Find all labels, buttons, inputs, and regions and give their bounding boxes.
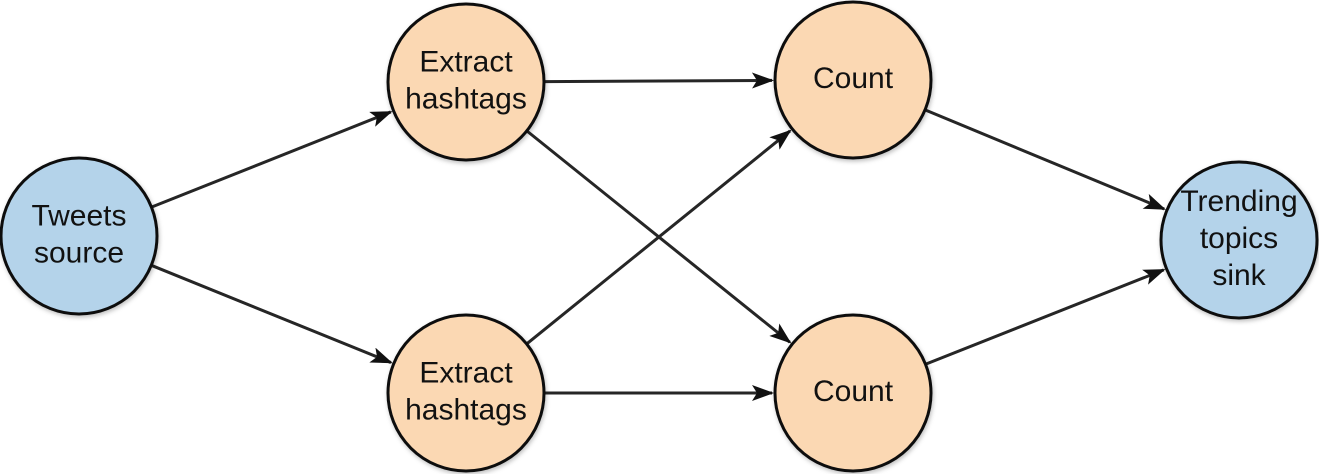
node-extract-hashtags-1: Extract hashtags: [386, 2, 546, 162]
node-label-tweets-source-line-1: Tweets: [31, 199, 126, 232]
edge-tweets-source-to-extract-hashtags-2: [151, 264, 393, 364]
node-trending-topics-sink: Trending topics sink: [1159, 160, 1319, 320]
node-count-1: Count: [773, 0, 933, 160]
node-label-extract-hashtags-1-line-2: hashtags: [405, 82, 527, 115]
node-circle-extract-hashtags-1: [386, 2, 546, 162]
node-label-count-2-line-1: Count: [813, 375, 894, 408]
edge-extract-hashtags-2-to-count-1: [526, 129, 792, 345]
edge-tweets-source-to-extract-hashtags-1: [151, 110, 393, 209]
edge-count-1-to-trending-topics-sink: [925, 108, 1167, 211]
node-circle-count-2: [773, 313, 933, 473]
edge-count-2-to-trending-topics-sink: [925, 268, 1166, 366]
edges: [151, 72, 1167, 401]
node-tweets-source: Tweets source: [0, 156, 159, 316]
node-circle-extract-hashtags-2: [386, 313, 546, 473]
node-circle-tweets-source: [0, 156, 159, 316]
edge-extract-hashtags-1-to-count-1: [544, 72, 775, 89]
node-circle-trending-topics-sink: [1159, 160, 1319, 320]
node-label-tweets-source-line-2: source: [34, 236, 124, 269]
node-label-extract-hashtags-2-line-2: hashtags: [405, 393, 527, 426]
node-label-count-1-line-1: Count: [813, 62, 894, 95]
node-label-trending-topics-sink-line-1: Trending: [1180, 185, 1297, 218]
node-extract-hashtags-2: Extract hashtags: [386, 313, 546, 473]
node-circle-count-1: [773, 0, 933, 160]
node-label-extract-hashtags-2-line-1: Extract: [419, 356, 513, 389]
node-label-trending-topics-sink-line-2: topics: [1200, 222, 1278, 255]
node-count-2: Count: [773, 313, 933, 473]
node-label-trending-topics-sink-line-3: sink: [1212, 259, 1266, 292]
node-label-extract-hashtags-1-line-1: Extract: [419, 45, 513, 78]
